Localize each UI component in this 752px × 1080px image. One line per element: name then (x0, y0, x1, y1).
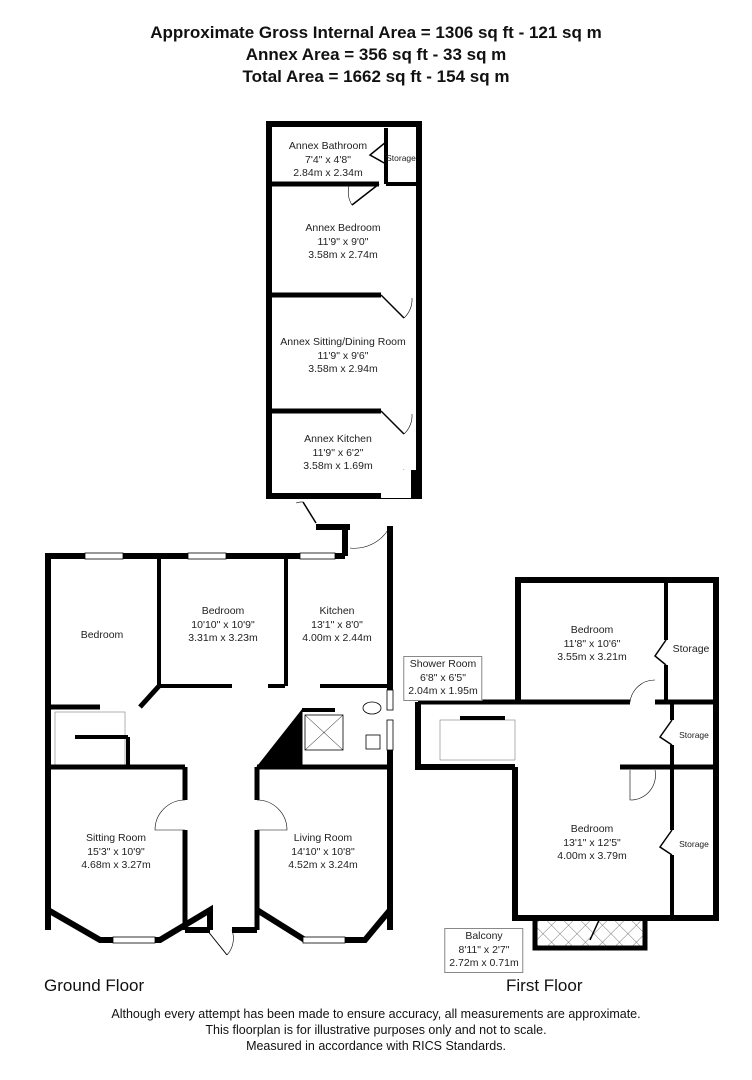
room-annex-sitting-dining: Annex Sitting/Dining Room 11'9" x 9'6" 3… (280, 336, 406, 375)
annex-area: Annex Area = 356 sq ft - 33 sq m (245, 45, 507, 64)
first-floor-title: First Floor (506, 976, 583, 995)
room-annex-bathroom: Annex Bathroom 7'4" x 4'8" 2.84m x 2.34m (288, 140, 368, 179)
room-ff-storage-2: Storage (679, 730, 709, 740)
room-annex-bedroom: Annex Bedroom 11'9" x 9'0" 3.58m x 2.74m (305, 222, 381, 261)
ground-floor-walls (45, 524, 393, 956)
gross-internal-area: Approximate Gross Internal Area = 1306 s… (150, 23, 602, 42)
room-gf-bedroom-2: Bedroom 10'10" x 10'9" 3.31m x 3.23m (188, 605, 258, 644)
room-gf-sitting-room: Sitting Room 15'3" x 10'9" 4.68m x 3.27m (81, 832, 151, 871)
disclaimer-line-2: This floorplan is for illustrative purpo… (205, 1023, 547, 1037)
room-ff-balcony: Balcony 8'11" x 2'7" 2.72m x 0.71m (444, 928, 524, 973)
room-annex-storage: Storage (386, 153, 416, 163)
disclaimer-line-3: Measured in accordance with RICS Standar… (246, 1039, 506, 1053)
total-area: Total Area = 1662 sq ft - 154 sq m (242, 67, 510, 86)
annex-walls (266, 121, 422, 524)
room-ff-storage-1: Storage (672, 643, 710, 655)
room-gf-shower-room: Shower Room 6'8" x 6'5" 2.04m x 1.95m (403, 656, 483, 701)
room-ff-bedroom-2: Bedroom 13'1" x 12'5" 4.00m x 3.79m (557, 823, 627, 862)
room-ff-storage-3: Storage (679, 839, 709, 849)
room-annex-kitchen: Annex Kitchen 11'9" x 6'2" 3.58m x 1.69m (303, 433, 373, 472)
first-floor-walls (415, 577, 719, 951)
room-gf-kitchen: Kitchen 13'1" x 8'0" 4.00m x 2.44m (302, 605, 372, 644)
room-ff-bedroom-1: Bedroom 11'8" x 10'6" 3.55m x 3.21m (557, 624, 627, 663)
ground-floor-title: Ground Floor (44, 976, 145, 995)
room-gf-living-room: Living Room 14'10" x 10'8" 4.52m x 3.24m (288, 832, 358, 871)
room-gf-bedroom-1: Bedroom (80, 629, 124, 641)
disclaimer-line-1: Although every attempt has been made to … (111, 1007, 641, 1021)
